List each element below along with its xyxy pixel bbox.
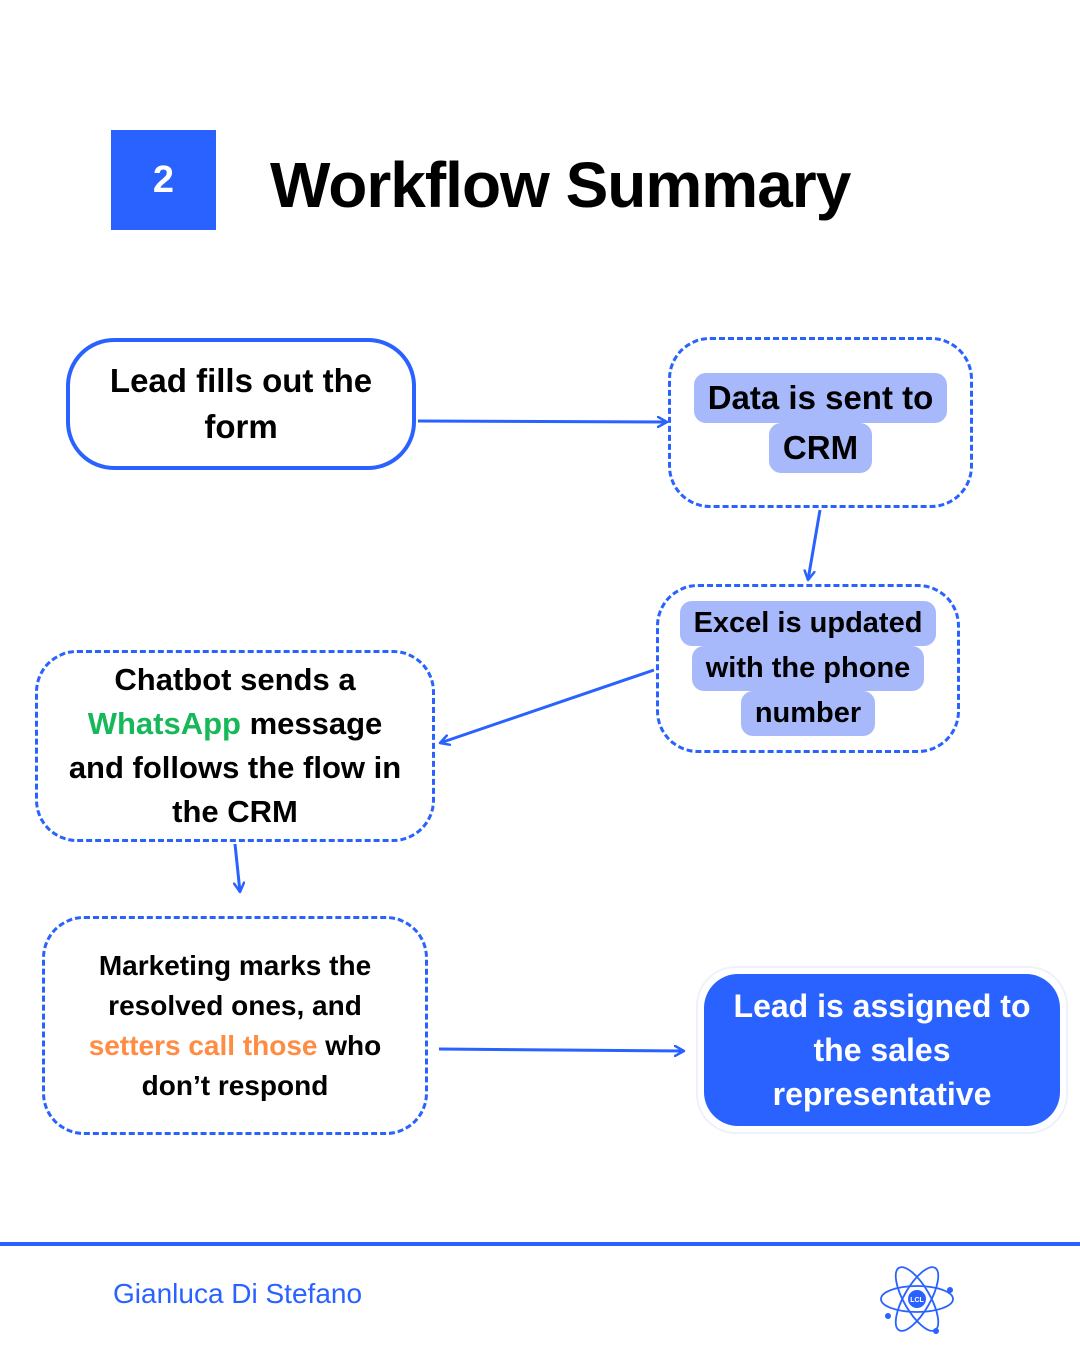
- node-excel-updated: Excel is updated with the phone number: [656, 584, 960, 753]
- node-text-highlight: CRM: [768, 422, 873, 473]
- arrow-form-to-crm: [417, 421, 667, 422]
- atom-icon: LCL: [880, 1266, 954, 1334]
- author-name: Gianluca Di Stefano: [113, 1278, 363, 1309]
- node-text: Lead fills out the: [109, 362, 373, 399]
- step-number: 2: [152, 158, 175, 201]
- node-text-line: setters call those who: [89, 1026, 382, 1066]
- node-text-highlight: with the phone: [691, 646, 925, 691]
- node-text: message: [240, 706, 383, 741]
- arrow-excel-to-chatbot: [440, 668, 655, 743]
- footer-divider: [0, 1242, 1080, 1246]
- node-text-line: WhatsApp message: [88, 702, 383, 746]
- node-text-highlight: number: [740, 691, 876, 736]
- node-lead-assigned-inner: Lead is assigned to the sales representa…: [704, 974, 1060, 1126]
- arrow-crm-to-excel: [808, 509, 822, 580]
- page-title: Workflow Summary: [270, 149, 851, 221]
- node-text: Marketing marks the: [98, 949, 372, 981]
- node-lead-fills-form: Lead fills out the form: [66, 338, 416, 470]
- node-text: don’t respond: [141, 1069, 329, 1101]
- logo-text: LCL: [910, 1297, 924, 1304]
- node-data-sent-to-crm: Data is sent to CRM: [668, 337, 973, 508]
- setters-highlight: setters call those: [88, 1029, 318, 1061]
- whatsapp-highlight: WhatsApp: [87, 706, 241, 741]
- node-text: form: [204, 408, 278, 445]
- node-text: representative: [772, 1076, 992, 1112]
- arrow-chatbot-to-marketing: [235, 843, 240, 892]
- node-text: who: [317, 1029, 382, 1061]
- node-text-highlight: Data is sent to: [693, 372, 948, 423]
- node-text: the sales: [813, 1032, 951, 1068]
- node-marketing-marks: Marketing marks the resolved ones, and s…: [42, 916, 428, 1135]
- arrow-marketing-to-assigned: [438, 1049, 684, 1051]
- node-lead-assigned: Lead is assigned to the sales representa…: [696, 966, 1068, 1134]
- node-text: the CRM: [172, 794, 298, 829]
- node-text: resolved ones, and: [108, 989, 362, 1021]
- node-text-highlight: Excel is updated: [679, 601, 937, 646]
- node-text: Chatbot sends a: [114, 662, 356, 697]
- step-number-badge: 2: [111, 130, 216, 230]
- node-text: Lead is assigned to: [733, 988, 1031, 1024]
- node-text: and follows the flow in: [68, 750, 402, 785]
- node-chatbot-whatsapp: Chatbot sends a WhatsApp message and fol…: [35, 650, 435, 842]
